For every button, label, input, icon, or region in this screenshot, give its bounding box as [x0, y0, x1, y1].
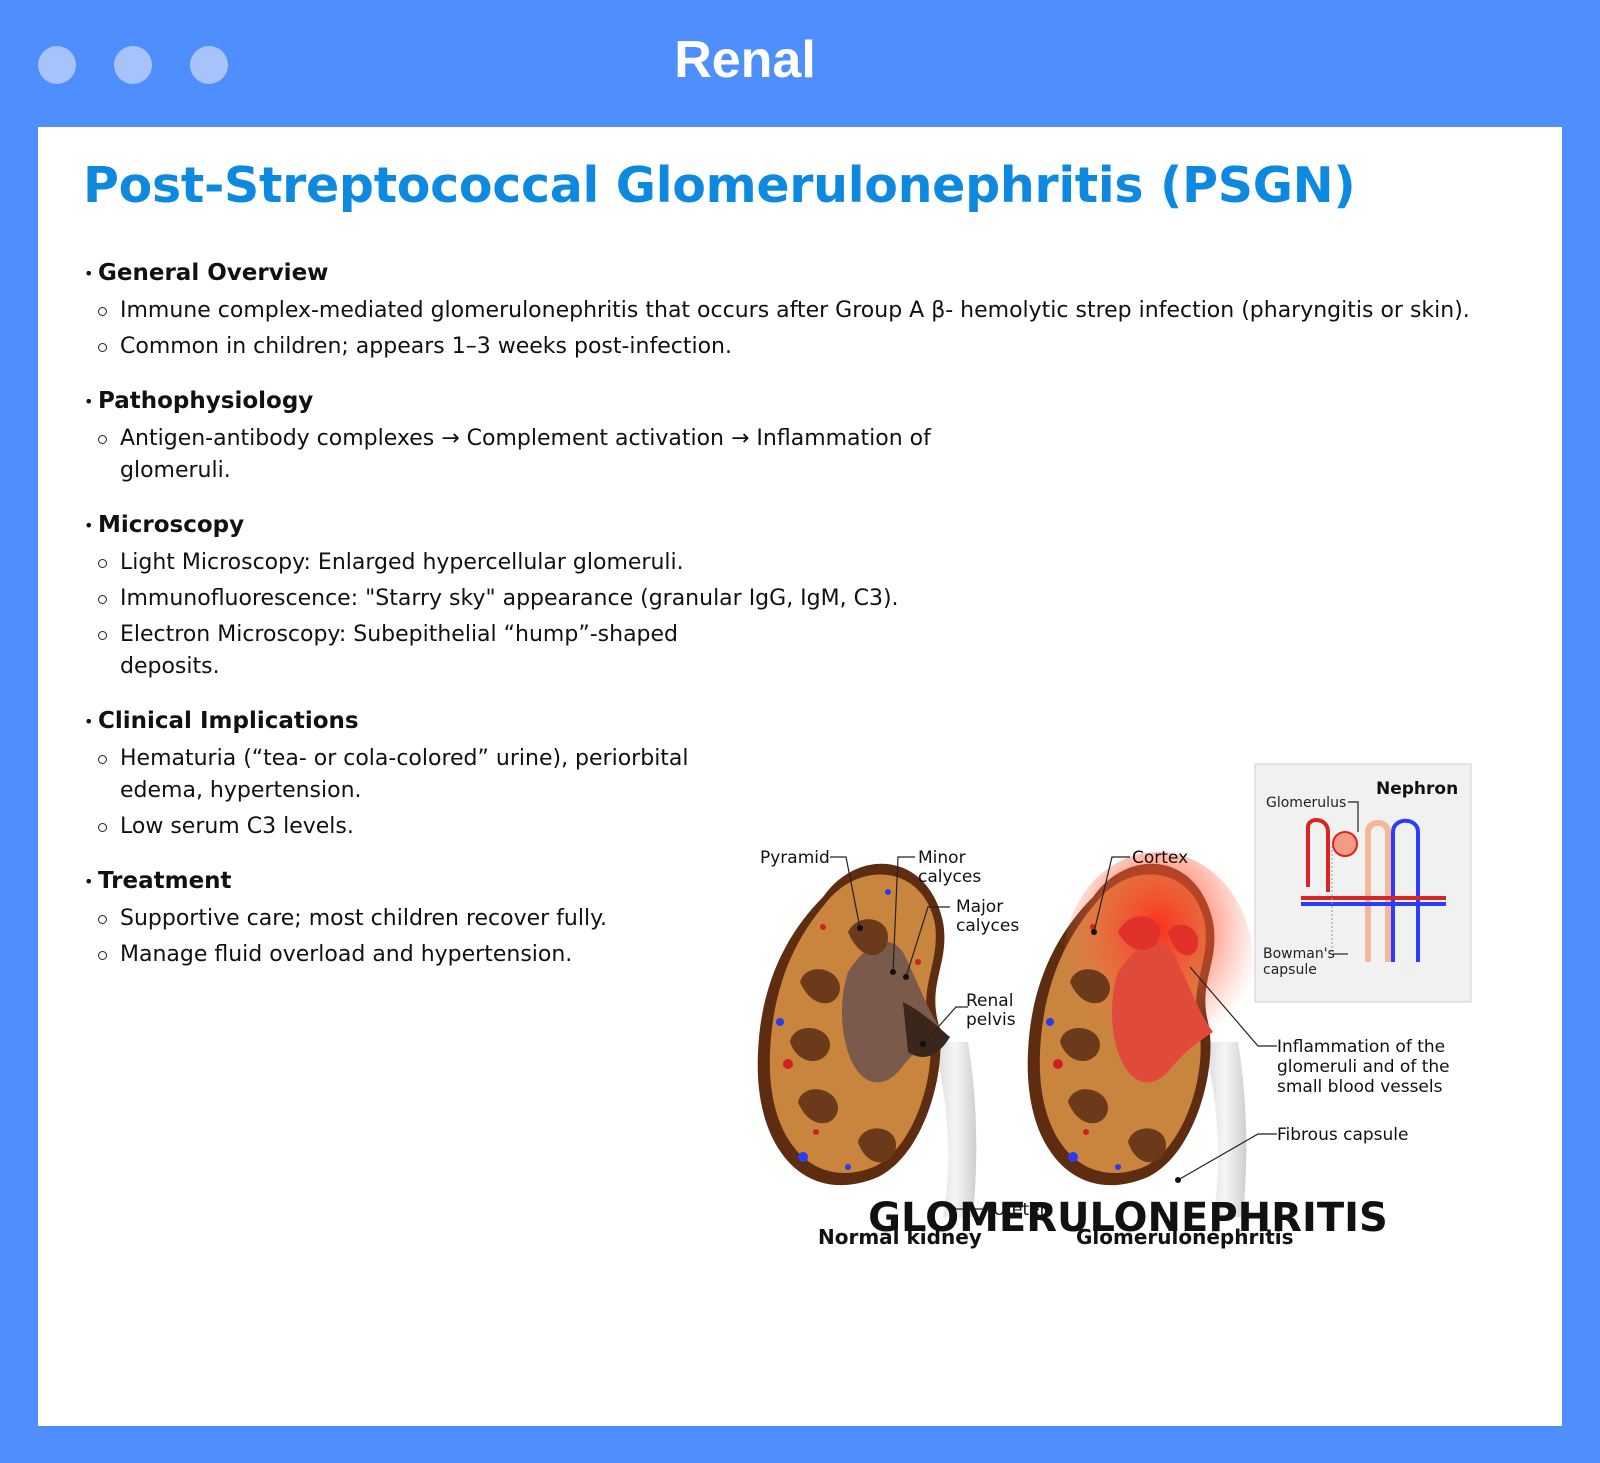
label-pyramid: Pyramid: [760, 848, 830, 868]
section-heading: Clinical Implications: [98, 708, 359, 734]
window-title: Renal: [674, 31, 816, 89]
list-item: Low serum C3 levels.: [84, 811, 1544, 843]
inflamed-kidney-drawing: [1027, 852, 1253, 1217]
label-fibrous-capsule: Fibrous capsule: [1277, 1125, 1408, 1145]
label-minor-calyces-1: Minor: [918, 848, 966, 868]
label-glomerulus: Glomerulus: [1266, 795, 1346, 811]
label-bowmans-1: Bowman's: [1263, 946, 1335, 962]
circle-bullet-icon: [98, 595, 107, 604]
list-item: Immunofluorescence: "Starry sky" appeara…: [84, 583, 1544, 615]
window-close-dot[interactable]: [38, 46, 76, 84]
item-text: Electron Microscopy: Subepithelial “hump…: [120, 622, 679, 679]
list-item: Antigen-antibody complexes → Complement …: [84, 423, 980, 487]
label-major-calyces-1: Major: [956, 897, 1003, 917]
label-inflammation-2: glomeruli and of the: [1277, 1057, 1450, 1077]
section-heading: Microscopy: [98, 512, 245, 538]
circle-bullet-icon: [98, 343, 107, 352]
circle-bullet-icon: [98, 435, 107, 444]
item-text: Supportive care; most children recover f…: [120, 906, 607, 931]
label-nephron: Nephron: [1376, 779, 1458, 799]
bullet-icon: •: [84, 391, 94, 411]
page-title: Post-Streptococcal Glomerulonephritis (P…: [83, 157, 1356, 214]
label-inflammation-1: Inflammation of the: [1277, 1037, 1445, 1057]
circle-bullet-icon: [98, 951, 107, 960]
section-heading: Treatment: [98, 868, 232, 894]
item-text: Manage fluid overload and hypertension.: [120, 942, 573, 967]
item-text: Immunofluorescence: "Starry sky" appeara…: [120, 586, 899, 611]
circle-bullet-icon: [98, 755, 107, 764]
window-titlebar: Renal: [0, 0, 1600, 127]
window-maximize-dot[interactable]: [190, 46, 228, 84]
list-item: Manage fluid overload and hypertension.: [84, 939, 1544, 971]
bullet-icon: •: [84, 711, 94, 731]
circle-bullet-icon: [98, 307, 107, 316]
normal-kidney-drawing: [757, 863, 977, 1217]
circle-bullet-icon: [98, 823, 107, 832]
item-text: Antigen-antibody complexes → Complement …: [120, 426, 931, 483]
label-renal-pelvis-2: pelvis: [966, 1010, 1016, 1030]
label-ureter: Ureter: [993, 1200, 1047, 1220]
item-text: Immune complex-mediated glomerulonephrit…: [120, 298, 1470, 323]
section-microscopy: •Microscopy Light Microscopy: Enlarged h…: [84, 507, 1544, 683]
nephron-inset: [1254, 763, 1472, 1003]
label-inflammation-3: small blood vessels: [1277, 1077, 1443, 1097]
label-minor-calyces-2: calyces: [918, 867, 981, 887]
section-heading: Pathophysiology: [98, 388, 314, 414]
item-text: Light Microscopy: Enlarged hypercellular…: [120, 550, 684, 575]
list-item: Common in children; appears 1–3 weeks po…: [84, 331, 1544, 363]
section-treatment: •Treatment Supportive care; most childre…: [84, 863, 1544, 971]
list-item: Immune complex-mediated glomerulonephrit…: [84, 295, 1544, 327]
label-cortex: Cortex: [1132, 848, 1188, 868]
leader-lines: [830, 801, 1359, 1210]
content-panel: Post-Streptococcal Glomerulonephritis (P…: [38, 127, 1562, 1426]
circle-bullet-icon: [98, 631, 107, 640]
bullet-icon: •: [84, 263, 94, 283]
window-minimize-dot[interactable]: [114, 46, 152, 84]
section-general-overview: •General Overview Immune complex-mediate…: [84, 255, 1544, 363]
circle-bullet-icon: [98, 915, 107, 924]
label-renal-pelvis-1: Renal: [966, 991, 1013, 1011]
list-item: Supportive care; most children recover f…: [84, 903, 1544, 935]
label-glomerulonephritis: Glomerulonephritis: [1076, 1225, 1294, 1249]
section-pathophysiology: •Pathophysiology Antigen-antibody comple…: [84, 383, 1544, 487]
label-major-calyces-2: calyces: [956, 916, 1019, 936]
bullet-icon: •: [84, 871, 94, 891]
bullet-icon: •: [84, 515, 94, 535]
label-bowmans-2: capsule: [1263, 962, 1317, 978]
notes-content: •General Overview Immune complex-mediate…: [84, 255, 1544, 975]
list-item: Light Microscopy: Enlarged hypercellular…: [84, 547, 1544, 579]
section-clinical-implications: •Clinical Implications Hematuria (“tea- …: [84, 703, 1544, 843]
item-text: Low serum C3 levels.: [120, 814, 354, 839]
kidney-illustration: Pyramid Minor calyces Major calyces Rena…: [728, 632, 1508, 1252]
illustration-caption: GLOMERULONEPHRITIS: [868, 1195, 1388, 1241]
item-text: Hematuria (“tea- or cola-colored” urine)…: [120, 746, 689, 803]
circle-bullet-icon: [98, 559, 107, 568]
label-normal-kidney: Normal kidney: [818, 1225, 982, 1249]
list-item: Hematuria (“tea- or cola-colored” urine)…: [84, 743, 730, 807]
item-text: Common in children; appears 1–3 weeks po…: [120, 334, 732, 359]
section-heading: General Overview: [98, 260, 329, 286]
list-item: Electron Microscopy: Subepithelial “hump…: [84, 619, 730, 683]
